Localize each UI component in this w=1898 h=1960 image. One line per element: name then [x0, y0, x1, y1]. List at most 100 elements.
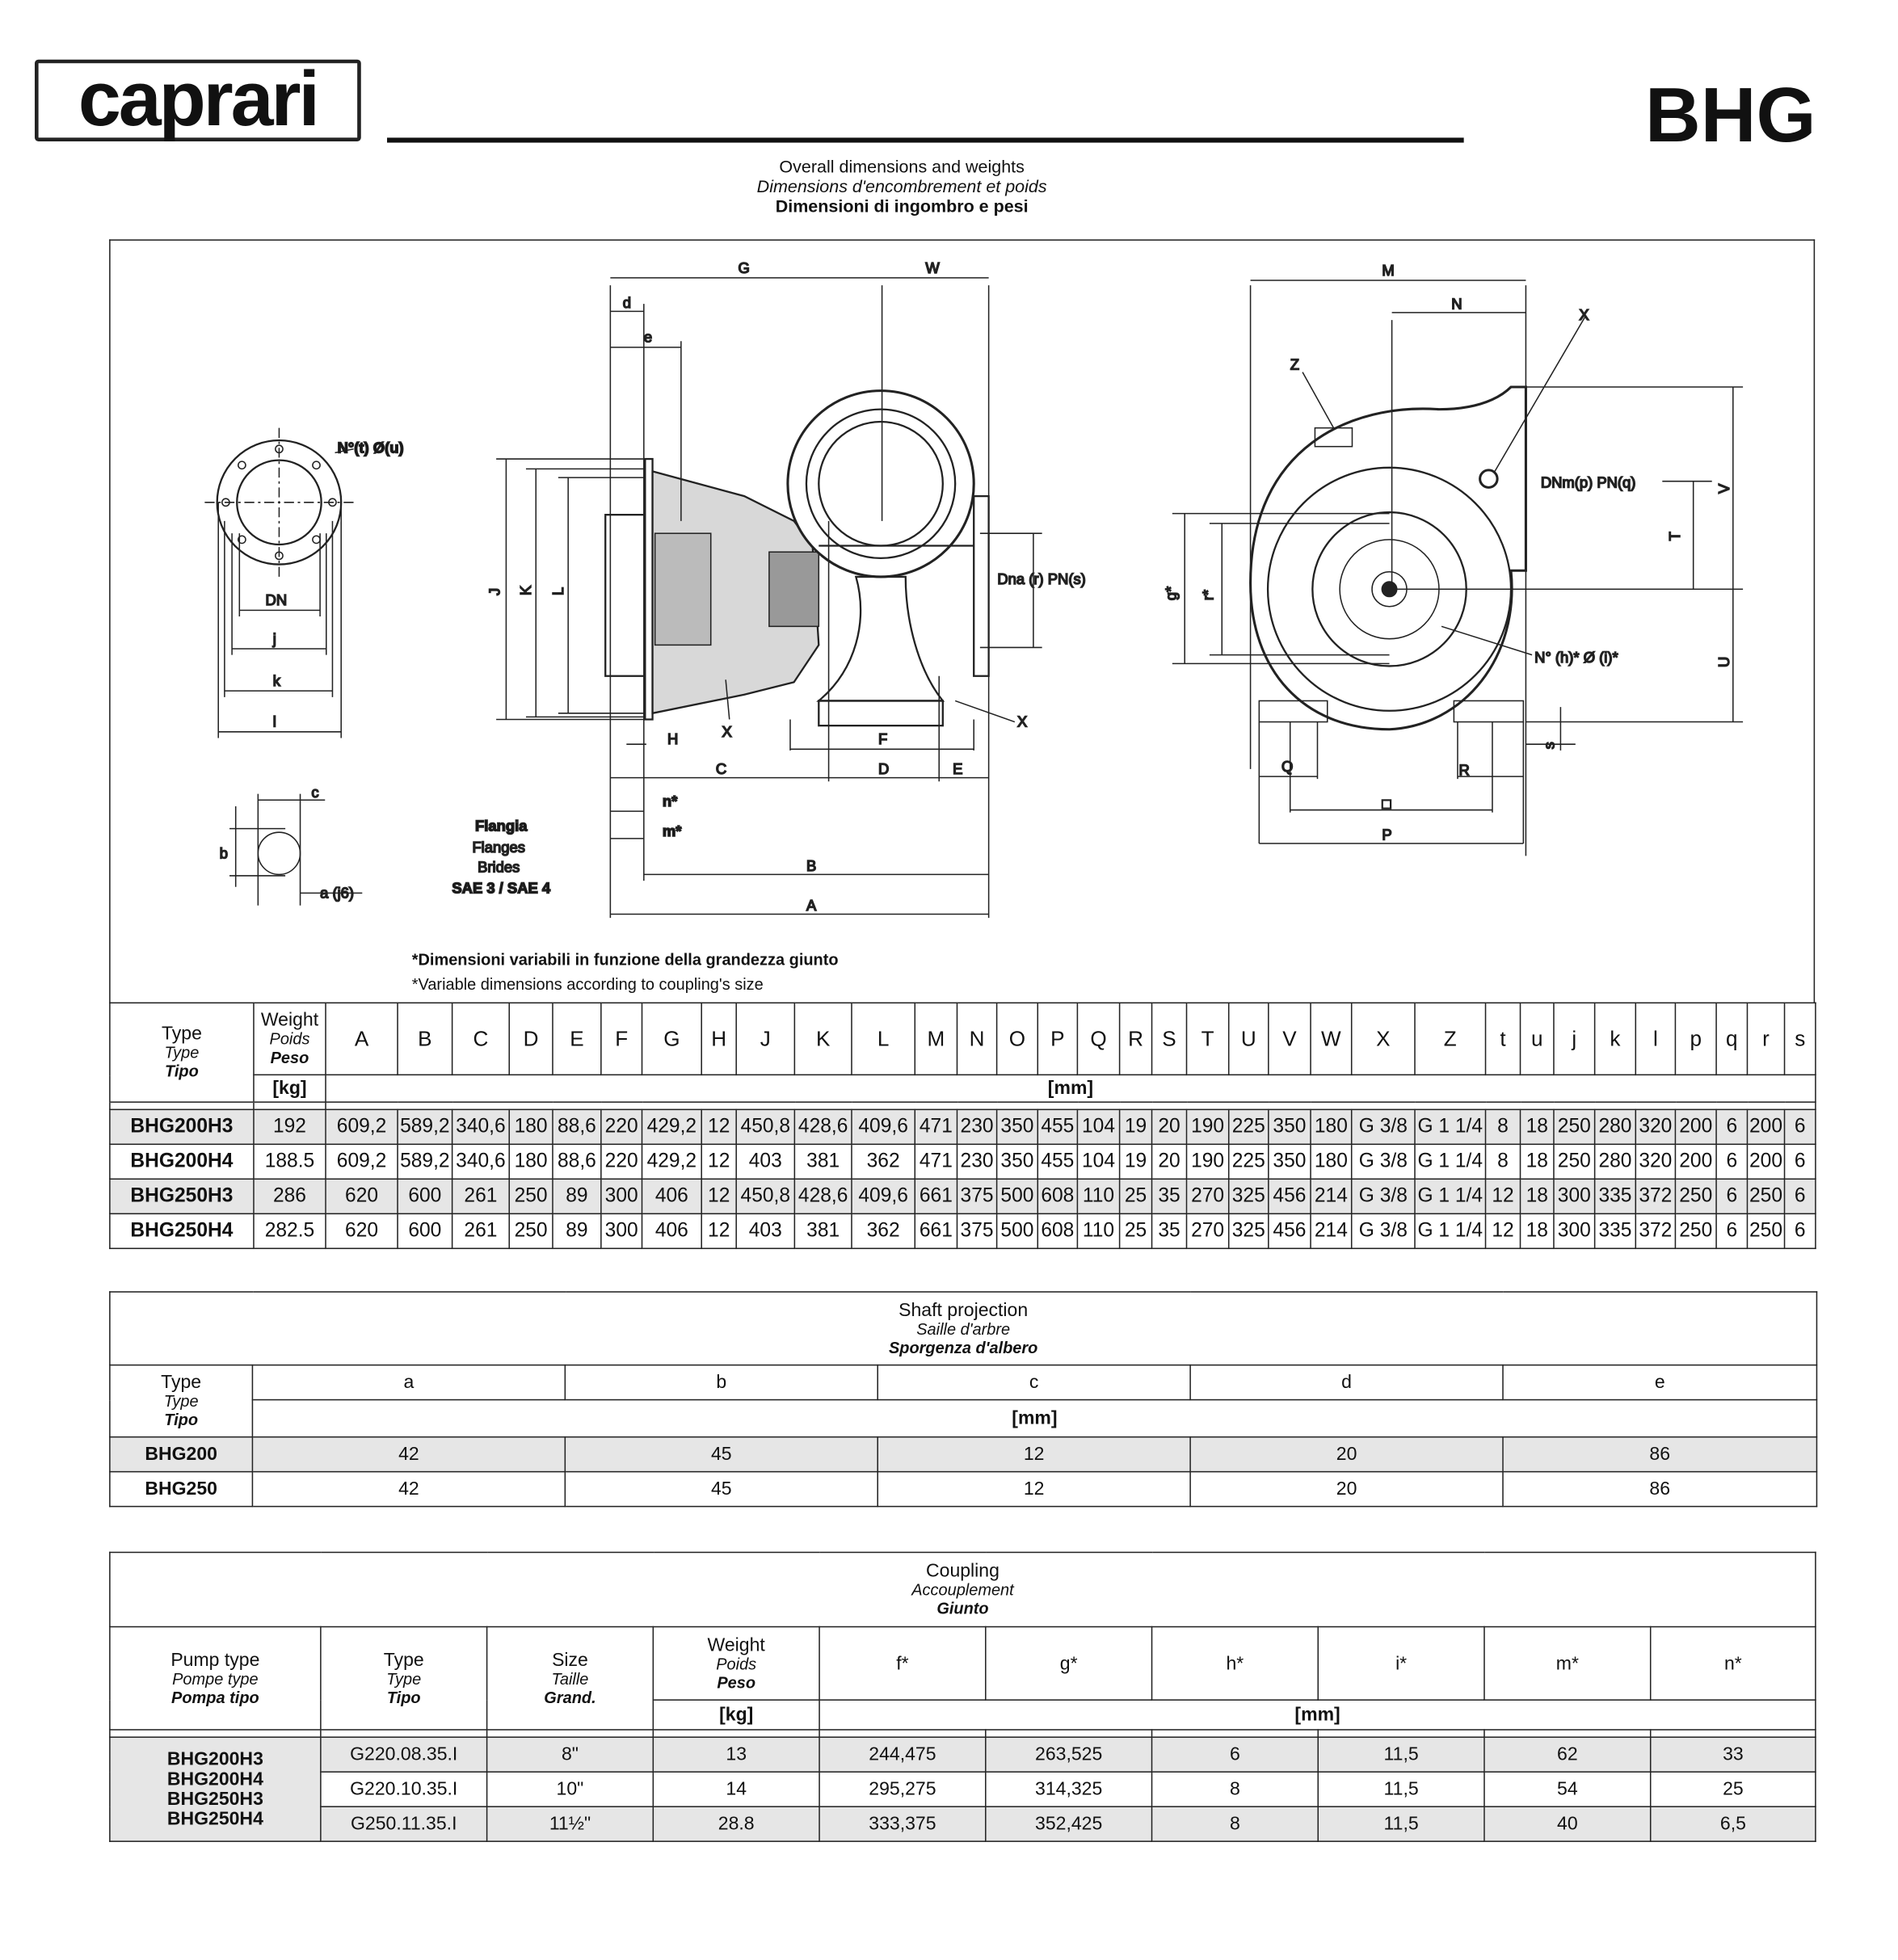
- value-cell: 220: [600, 1143, 643, 1180]
- column-header-p: p: [1674, 1002, 1717, 1076]
- b-label: b: [220, 844, 228, 861]
- X-label-side: X: [722, 723, 732, 740]
- column-header-X: X: [1350, 1002, 1416, 1076]
- unit-mm: [mm]: [325, 1074, 1816, 1103]
- column-header-K: K: [793, 1002, 852, 1076]
- value-cell: 300: [600, 1178, 643, 1215]
- column-header-q: q: [1715, 1002, 1749, 1076]
- value-cell: 35: [1151, 1178, 1188, 1215]
- value-cell: 500: [995, 1178, 1039, 1215]
- value-cell: 42: [251, 1470, 566, 1508]
- F-label: F: [878, 730, 887, 747]
- column-header-u: u: [1519, 1002, 1555, 1076]
- header-line: Sporgenza d'albero: [888, 1337, 1038, 1356]
- value-cell: 42: [251, 1436, 566, 1473]
- value-cell: G 1 1/4: [1414, 1213, 1487, 1250]
- header-line: Type: [383, 1649, 424, 1671]
- value-cell: 19: [1118, 1143, 1153, 1180]
- r-label: r*: [1200, 590, 1217, 600]
- value-cell: 263,525: [985, 1736, 1153, 1773]
- spacer: [325, 1101, 1816, 1111]
- column-header-W: W: [1310, 1002, 1353, 1076]
- value-cell: 340,6: [451, 1108, 511, 1146]
- value-cell: 340,6: [451, 1143, 511, 1180]
- E-label: E: [953, 760, 962, 777]
- drawing-frame: [109, 239, 1816, 1003]
- value-cell: 20: [1151, 1143, 1188, 1180]
- pump-type: BHG200H4: [166, 1768, 263, 1790]
- value-cell: 350: [1268, 1108, 1311, 1146]
- a-label: a (j6): [320, 885, 354, 902]
- value-cell: 6: [1783, 1143, 1816, 1180]
- flangia-label: Flangia: [475, 818, 528, 835]
- value-cell: 375: [956, 1178, 998, 1215]
- header-line: Peso: [270, 1048, 309, 1067]
- pump-type-cell: BHG200H3: [109, 1108, 255, 1146]
- value-cell: 19: [1118, 1108, 1153, 1146]
- X-label-front: X: [1579, 306, 1589, 323]
- table-row: [mm]: [110, 1398, 1818, 1438]
- column-header-G: G: [641, 1002, 702, 1076]
- column-header-s: s: [1783, 1002, 1816, 1076]
- dn-label: DN: [266, 591, 288, 608]
- spacer: [253, 1101, 326, 1111]
- l-label: l: [273, 713, 276, 730]
- value-cell: 89: [552, 1178, 602, 1215]
- header-line: Giunto: [936, 1599, 989, 1618]
- section-title: Overall dimensions and weights Dimension…: [654, 156, 1150, 216]
- header-line: Taille: [551, 1668, 589, 1688]
- value-cell: 403: [735, 1143, 796, 1180]
- value-cell: 188.5: [253, 1143, 326, 1180]
- value-cell: 180: [508, 1108, 553, 1146]
- value-cell: 6: [1715, 1143, 1749, 1180]
- brides-label: Brides: [478, 858, 520, 875]
- s-label: s: [1541, 742, 1558, 749]
- shaft-view: [229, 793, 363, 906]
- V-label: V: [1715, 483, 1732, 494]
- column-header-r: r: [1746, 1002, 1786, 1076]
- value-cell: 609,2: [325, 1143, 398, 1180]
- value-cell: 409,6: [851, 1178, 916, 1215]
- value-cell: 25: [1649, 1771, 1816, 1807]
- K-label: K: [517, 585, 534, 595]
- d-label: d: [623, 294, 631, 311]
- value-cell: 12: [1484, 1178, 1521, 1215]
- value-cell: 250: [1674, 1178, 1717, 1215]
- value-cell: 362: [851, 1213, 916, 1250]
- value-cell: 33: [1649, 1736, 1816, 1773]
- value-cell: 190: [1185, 1108, 1230, 1146]
- header-line: Tipo: [164, 1410, 199, 1429]
- value-cell: 608: [1037, 1213, 1079, 1250]
- caprari-logo: caprari: [34, 59, 361, 142]
- header-line: Tipo: [165, 1062, 199, 1081]
- column-header-D: D: [508, 1002, 553, 1076]
- value-cell: 372: [1635, 1178, 1677, 1215]
- header-line: Poids: [269, 1029, 310, 1049]
- value-cell: 110: [1076, 1213, 1121, 1250]
- U-label: U: [1715, 657, 1732, 667]
- value-cell: 28.8: [652, 1806, 820, 1842]
- value-cell: G250.11.35.I: [320, 1806, 488, 1842]
- C-label: C: [716, 760, 726, 777]
- value-cell: 320: [1635, 1143, 1677, 1180]
- value-cell: G 1 1/4: [1414, 1143, 1487, 1180]
- header-line: Type: [164, 1043, 200, 1062]
- column-header-V: V: [1268, 1002, 1311, 1076]
- flanges-label: Flanges: [472, 839, 524, 856]
- spacer: [109, 1101, 255, 1111]
- value-cell: 661: [914, 1178, 958, 1215]
- value-cell: 429,2: [641, 1143, 702, 1180]
- header-rule: [387, 137, 1464, 143]
- value-cell: 352,425: [985, 1806, 1153, 1842]
- column-header-T: T: [1185, 1002, 1230, 1076]
- value-cell: 8: [1484, 1143, 1521, 1180]
- value-cell: 620: [325, 1178, 398, 1215]
- header-line: Size: [552, 1649, 588, 1671]
- value-cell: 350: [995, 1143, 1039, 1180]
